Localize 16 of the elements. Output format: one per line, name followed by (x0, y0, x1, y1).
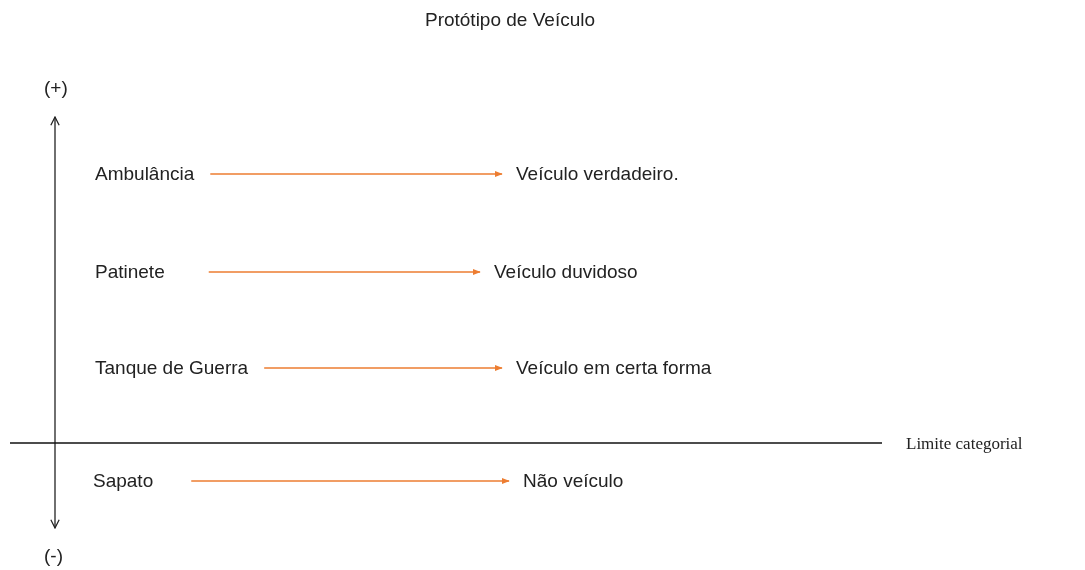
item-label: Veículo em certa forma (502, 356, 712, 380)
diagram-title: Protótipo de Veículo (424, 8, 596, 32)
item-label: Ambulância (95, 162, 211, 186)
item-label: Veículo duvidoso (480, 260, 638, 284)
scale-label: (-) (44, 544, 63, 568)
item-label: Veículo verdadeiro. (502, 162, 679, 186)
arrow (208, 268, 481, 276)
boundary-label: Limite categorial (906, 433, 1023, 455)
arrow (209, 170, 503, 178)
item-label: Sapato (93, 469, 192, 493)
arrow (263, 364, 503, 372)
item-label: Patinete (95, 260, 209, 284)
item-label: Tanque de Guerra (95, 356, 265, 380)
item-label: Não veículo (509, 469, 624, 493)
arrow (190, 477, 510, 485)
scale-label: (+) (44, 76, 68, 100)
